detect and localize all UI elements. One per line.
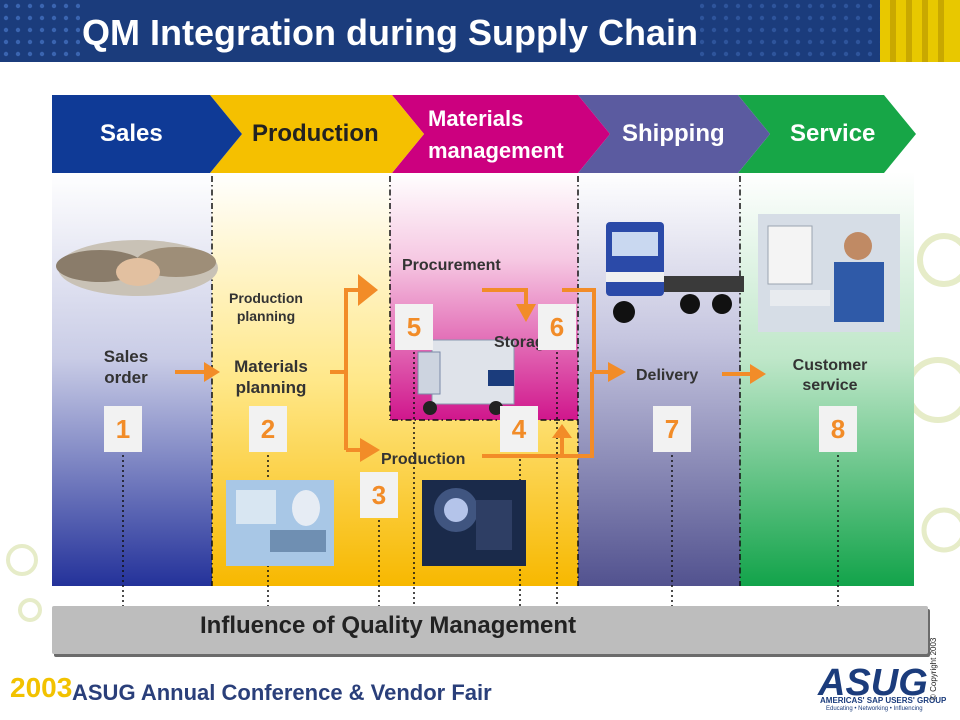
slide-title: QM Integration during Supply Chain xyxy=(82,12,698,53)
asug-logo: ASUG xyxy=(818,662,928,704)
stage-shipping: Shipping xyxy=(622,120,725,147)
welder-photo xyxy=(422,480,526,566)
label-sales-order-line1: Sales xyxy=(103,347,149,366)
label-production: Production xyxy=(381,451,466,468)
arrow-planning-branch xyxy=(330,288,360,374)
arrow-production-loop xyxy=(482,372,594,458)
conference-name: ASUG Annual Conference & Vendor Fair xyxy=(72,680,492,705)
step-number-7: 7 xyxy=(653,406,691,452)
label-customer-service: Customer service xyxy=(776,356,884,396)
chevron-materials xyxy=(392,95,610,173)
label-procurement: Procurement xyxy=(402,257,501,274)
label-sales-order: Sales order xyxy=(86,346,166,389)
label-sales-order-line2: order xyxy=(104,368,148,388)
customer-service-photo xyxy=(758,214,900,332)
computer-user-photo xyxy=(226,480,334,566)
stage-materials-line2: management xyxy=(428,138,564,163)
arrow-storage-to-delivery xyxy=(562,288,596,372)
label-production-planning-line1: Production xyxy=(229,290,303,306)
stage-production: Production xyxy=(252,120,379,147)
asug-tagline: AMERICAS' SAP USERS' GROUP xyxy=(820,696,947,705)
handshake-photo xyxy=(56,240,218,296)
truck-photo-ck xyxy=(417,339,515,415)
quality-management-bar xyxy=(52,606,928,654)
label-delivery: Delivery xyxy=(636,367,699,384)
arrow-procurement-to-storage xyxy=(482,288,528,306)
label-materials-planning-line1: Materials xyxy=(234,357,308,376)
step-number-1: 1 xyxy=(104,406,142,452)
label-materials-planning: Materials planning xyxy=(218,356,324,399)
step-number-4: 4 xyxy=(500,406,538,452)
chevron-shipping xyxy=(578,95,770,173)
truck-photo-blue xyxy=(606,222,744,323)
chevron-sales xyxy=(52,95,242,173)
label-production-planning: Production planning xyxy=(216,290,316,325)
step-number-8: 8 xyxy=(819,406,857,452)
label-production-planning-line2: planning xyxy=(236,307,296,324)
stage-sales: Sales xyxy=(100,120,163,147)
label-materials-planning-line2: planning xyxy=(235,378,307,398)
step-number-5: 5 xyxy=(395,304,433,350)
step-number-2: 2 xyxy=(249,406,287,452)
asug-subtagline: Educating • Networking • Influencing xyxy=(826,706,923,712)
chevron-service xyxy=(738,95,916,173)
label-customer-service-line1: Customer xyxy=(792,357,868,374)
slide-header: QM Integration during Supply Chain xyxy=(0,0,960,62)
label-customer-service-line2: service xyxy=(802,377,858,394)
copyright-notice: © Copyright 2003 xyxy=(929,637,938,700)
slide-footer xyxy=(0,662,960,720)
stage-service: Service xyxy=(790,120,876,147)
quality-management-label: Influence of Quality Management xyxy=(200,612,577,639)
stage-materials-line1: Materials xyxy=(428,106,524,131)
step-number-6: 6 xyxy=(538,304,576,350)
conference-year: 2003 xyxy=(10,672,73,703)
chevron-production xyxy=(210,95,424,173)
header-dot-pattern xyxy=(0,0,960,62)
step-number-3: 3 xyxy=(360,472,398,518)
